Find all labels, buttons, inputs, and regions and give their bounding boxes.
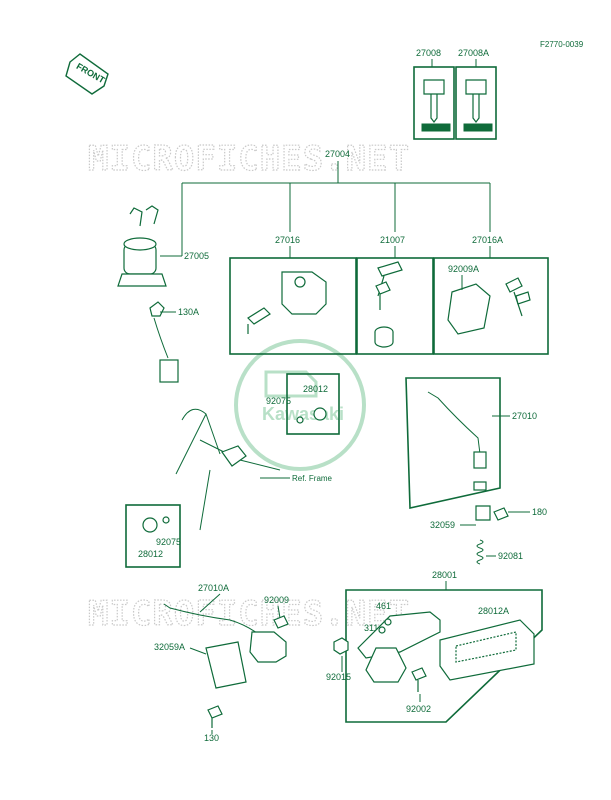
label-27008A: 27008A — [458, 48, 489, 58]
ignition-sub-assy — [163, 603, 289, 728]
helmet-lock-assy — [447, 277, 531, 335]
box-27016A — [433, 257, 549, 355]
label-21007: 21007 — [380, 235, 405, 245]
ref-frame: Ref. Frame — [292, 474, 333, 483]
key-cards — [413, 66, 497, 140]
box-28012-lower — [125, 504, 181, 568]
label-92009: 92009 — [264, 595, 289, 605]
label-130A: 130A — [178, 307, 199, 317]
label-28012A: 28012A — [478, 606, 509, 616]
label-180: 180 — [532, 507, 547, 517]
label-27010: 27010 — [512, 411, 537, 421]
box-27016 — [229, 257, 357, 355]
label-130: 130 — [204, 733, 219, 743]
label-27016A: 27016A — [472, 235, 503, 245]
label-27016: 27016 — [275, 235, 300, 245]
label-92075-b: 92075 — [156, 537, 181, 547]
ignition-switch — [117, 205, 179, 383]
bracket-32059 — [475, 505, 491, 521]
reflector-assy — [333, 611, 535, 692]
spring-92081 — [476, 539, 484, 565]
label-311: 311 — [364, 623, 378, 633]
label-32059A: 32059A — [154, 642, 185, 652]
label-32059: 32059 — [430, 520, 455, 530]
box-28012 — [286, 373, 340, 435]
panel-28001 — [345, 589, 543, 723]
kawasaki-logo: Kawasaki — [234, 339, 366, 471]
label-28012-a: 28012 — [303, 384, 328, 394]
front-arrow-icon: FRONT — [65, 53, 109, 95]
label-28001: 28001 — [432, 570, 457, 580]
label-461: 461 — [376, 601, 391, 611]
label-27008: 27008 — [416, 48, 441, 58]
cable-27010 — [427, 391, 487, 491]
label-92009A: 92009A — [448, 264, 479, 274]
frame-reference — [175, 408, 281, 531]
label-92015: 92015 — [326, 672, 351, 682]
figure-code: F2770-0039 — [540, 40, 584, 49]
bracket-27004 — [181, 161, 491, 256]
seat-lock-assy — [247, 271, 327, 334]
watermark-top: MICROFICHES.NET — [88, 139, 410, 179]
label-92081: 92081 — [498, 551, 523, 561]
label-27004: 27004 — [325, 149, 350, 159]
label-27010A: 27010A — [198, 583, 229, 593]
label-92002: 92002 — [406, 704, 431, 714]
key-set-21007 — [374, 261, 403, 348]
label-27005: 27005 — [184, 251, 209, 261]
panel-27010 — [405, 377, 501, 509]
label-92075-a: 92075 — [266, 396, 291, 406]
label-28012-b: 28012 — [138, 549, 163, 559]
